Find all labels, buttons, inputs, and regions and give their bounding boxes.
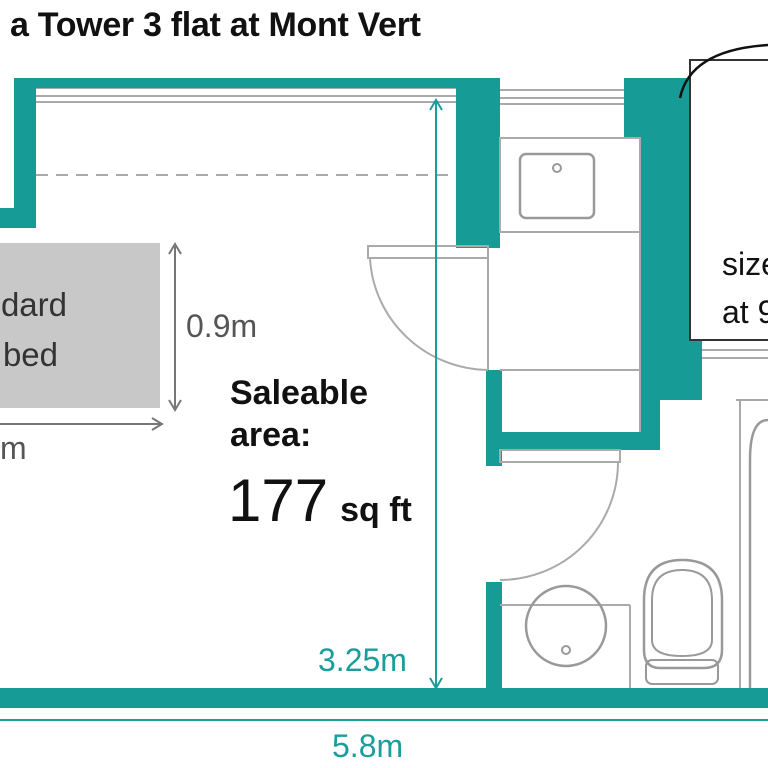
bed-dimension-lines (0, 242, 182, 431)
kitchen-fixtures (500, 138, 641, 432)
kitchen-counter (499, 137, 641, 233)
wall-center-column (456, 78, 500, 248)
bathroom-fixtures (500, 349, 768, 688)
diagram-title: a Tower 3 flat at Mont Vert (10, 6, 421, 44)
wall-shower-bottom (486, 432, 660, 450)
pointer-arrow (678, 43, 768, 99)
depth-dimension-label: 3.25m (318, 642, 407, 678)
depth-dimension-line (429, 98, 443, 690)
washbasin-icon (524, 584, 608, 668)
balcony-area (36, 87, 458, 176)
wall-left-step (0, 208, 36, 228)
bathtub-icon (748, 418, 768, 688)
width-dimension-label: 5.8m (332, 728, 404, 764)
entry-door (367, 245, 489, 371)
kitchen-window (500, 89, 624, 105)
bed-label-line-1: dard (0, 286, 67, 323)
toilet-icon (642, 558, 724, 670)
saleable-area-figure: 177 sq ft (228, 466, 412, 535)
bed-width-label: 0.9m (186, 308, 258, 344)
side-note-line-2: at 9 (722, 294, 768, 330)
wall-shower-right (640, 400, 660, 450)
wall-top (14, 78, 458, 88)
saleable-area-label: Saleable area: (230, 374, 368, 454)
bed-label-line-2: bed (2, 336, 58, 373)
bed-label: dard bed (0, 280, 155, 380)
bed-length-label: m (0, 430, 27, 466)
side-note-text: size at 9 (722, 240, 768, 336)
saleable-area-value: 177 (228, 467, 329, 534)
sink-icon (518, 152, 596, 220)
bathroom-door (499, 449, 621, 581)
wall-left-upper (14, 78, 36, 228)
saleable-area-unit: sq ft (340, 491, 412, 529)
standard-bed (0, 243, 160, 408)
wall-bath-left (486, 582, 502, 690)
side-note-panel (678, 43, 768, 341)
side-note-line-1: size (722, 246, 768, 282)
wall-bottom (0, 688, 768, 708)
